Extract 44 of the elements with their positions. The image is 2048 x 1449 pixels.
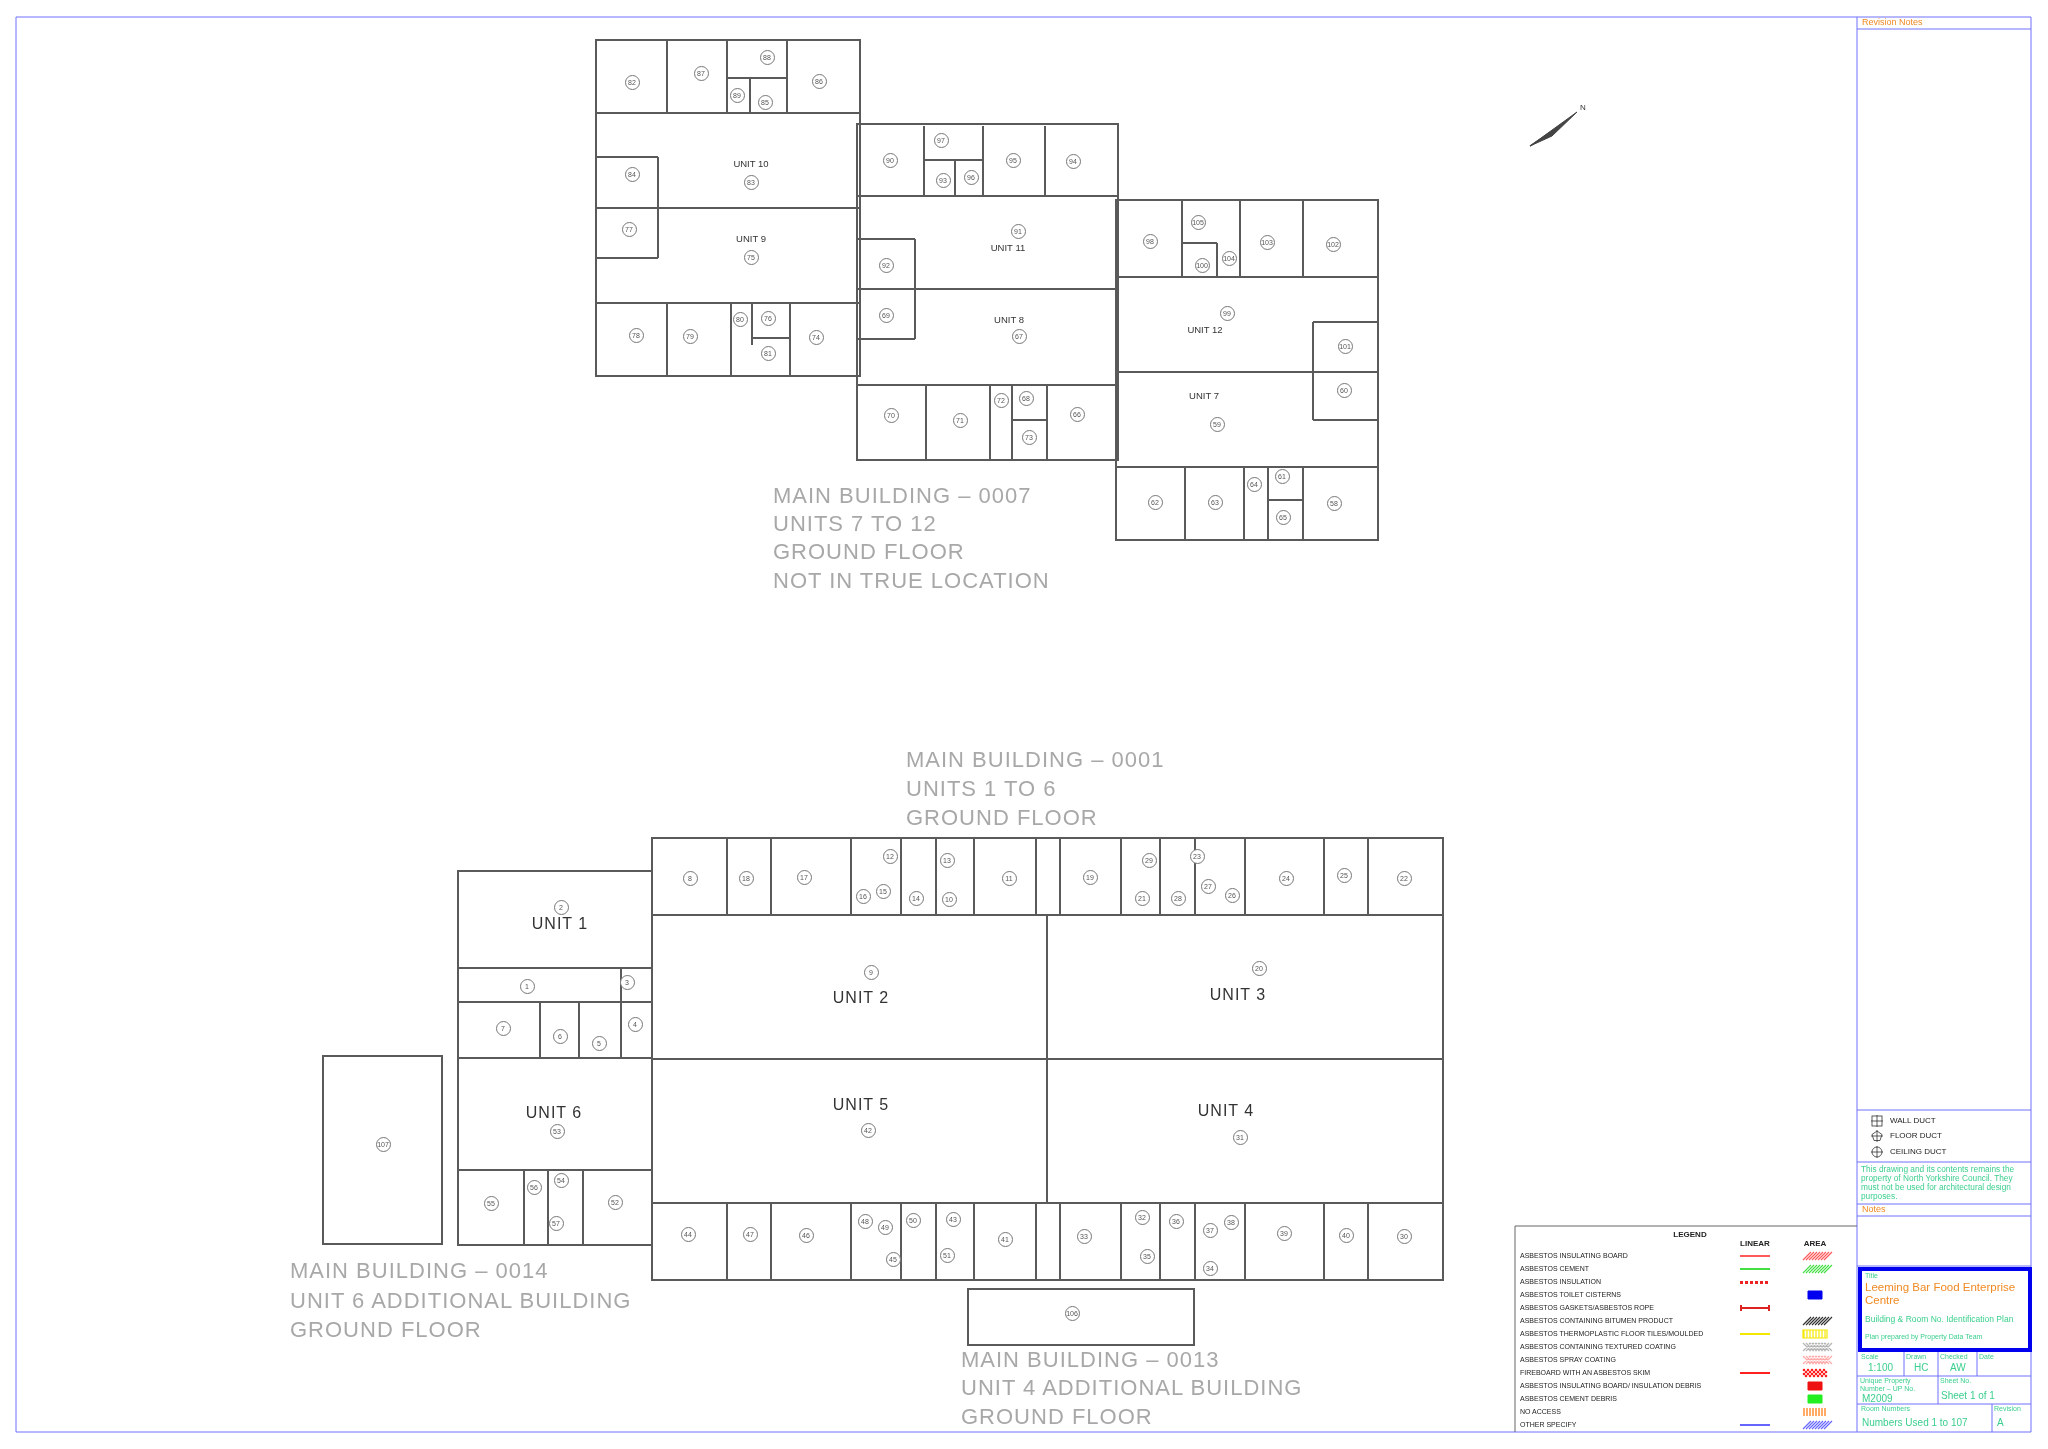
unit-label: UNIT 5 xyxy=(832,1096,890,1114)
unit-label: UNIT 1 xyxy=(531,915,589,933)
building-heading: UNIT 6 ADDITIONAL BUILDING xyxy=(290,1288,632,1314)
building-heading: GROUND FLOOR xyxy=(906,805,1098,831)
building-heading: GROUND FLOOR xyxy=(961,1404,1153,1430)
duct-key-text: FLOOR DUCT xyxy=(1890,1131,1942,1141)
project-title: Leeming Bar Food Enterprise Centre xyxy=(1865,1281,2017,1307)
legend-heading: LEGEND xyxy=(1673,1230,1707,1240)
unit-label: UNIT 8 xyxy=(994,314,1024,326)
unit-label: UNIT 11 xyxy=(990,242,1026,254)
field-value: M2009 xyxy=(1862,1393,1893,1404)
building-heading: UNITS 1 TO 6 xyxy=(906,776,1057,802)
notes-heading: Notes xyxy=(1862,1205,1886,1215)
ownership-note: This drawing and its contents remains the property of North Yorkshire Council. They must not be used for architectural design purposes. xyxy=(1861,1165,2016,1202)
revision-notes-heading: Revision Notes xyxy=(1862,18,1923,28)
building-heading: MAIN BUILDING – 0014 xyxy=(290,1258,549,1284)
building-heading: MAIN BUILDING – 0007 xyxy=(773,483,1032,509)
unit-label: UNIT 10 xyxy=(733,158,769,170)
field-value: HC xyxy=(1914,1362,1929,1373)
unit-label: UNIT 2 xyxy=(832,989,890,1007)
unit-label: UNIT 9 xyxy=(736,233,766,245)
north-label: N xyxy=(1580,103,1586,113)
field-value: AW xyxy=(1950,1362,1966,1373)
building-heading: GROUND FLOOR xyxy=(290,1317,482,1343)
building-heading: MAIN BUILDING – 0013 xyxy=(961,1347,1220,1373)
building-heading: NOT IN TRUE LOCATION xyxy=(773,568,1050,594)
column-heading: AREA xyxy=(1803,1239,1827,1249)
building-heading: GROUND FLOOR xyxy=(773,539,965,565)
field-value: Sheet 1 of 1 xyxy=(1941,1390,1995,1401)
unit-label: UNIT 3 xyxy=(1209,986,1267,1004)
column-heading: LINEAR xyxy=(1740,1239,1770,1249)
building-heading: UNIT 4 ADDITIONAL BUILDING xyxy=(961,1375,1303,1401)
duct-key-text: WALL DUCT xyxy=(1890,1116,1936,1126)
building-heading: MAIN BUILDING – 0001 xyxy=(906,747,1165,773)
unit-label: UNIT 12 xyxy=(1187,324,1223,336)
unit-label: UNIT 7 xyxy=(1189,390,1219,402)
duct-key-text: CEILING DUCT xyxy=(1890,1147,1947,1157)
field-value: Numbers Used 1 to 107 xyxy=(1862,1417,1968,1428)
field-value: A xyxy=(1997,1417,2004,1428)
unit-label: UNIT 4 xyxy=(1197,1102,1255,1120)
field-value: 1:100 xyxy=(1868,1362,1894,1373)
unit-label: UNIT 6 xyxy=(525,1104,583,1122)
drawing-title: Building & Room No. Identification Plan xyxy=(1865,1315,2014,1325)
building-heading: UNITS 7 TO 12 xyxy=(773,511,937,537)
